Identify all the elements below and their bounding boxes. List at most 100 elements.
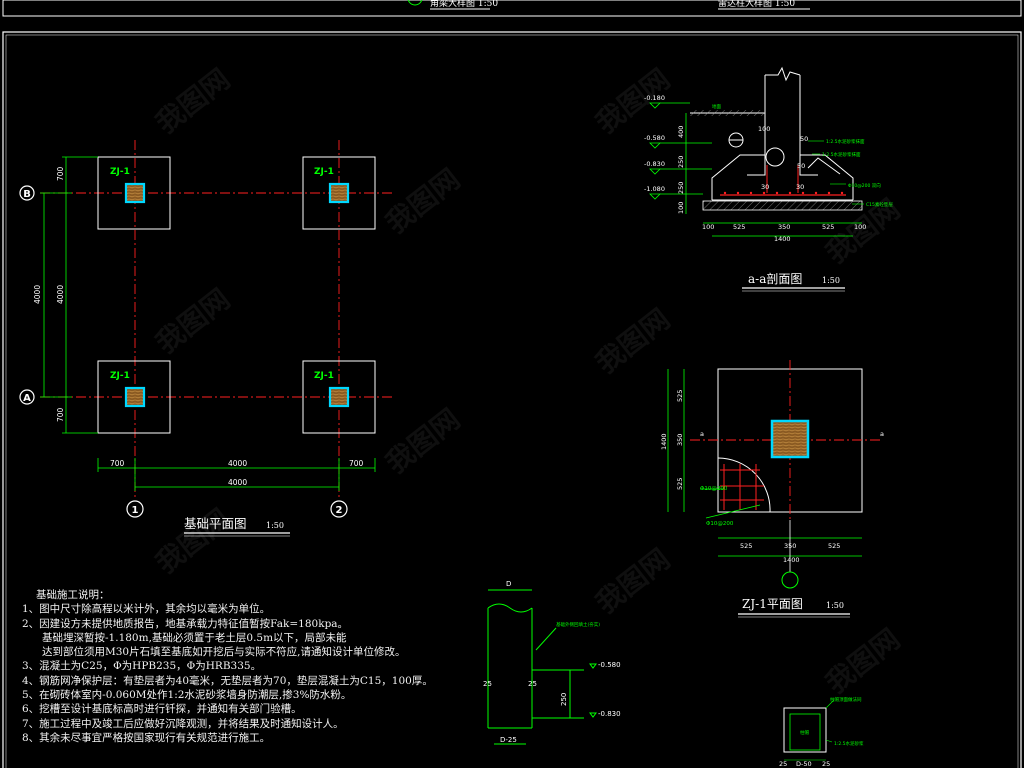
- zj1-plan: 525 350 525 1400 525 350 525 1400 a a Φ1…: [660, 360, 884, 618]
- zj1-sec-mark-left: a: [700, 430, 704, 438]
- notes-line-2: 2、因建设方未提供地质报告，地基承载力特征值暂按Fak=180kpa。: [22, 617, 349, 630]
- cap-dim-3: 25: [822, 760, 830, 768]
- section-elev-2: -0.580: [644, 134, 665, 142]
- zj1-sec-mark-right: a: [880, 430, 884, 438]
- zj1-dim-left-1: 525: [676, 390, 684, 402]
- section-a-a: -0.180 -0.580 -0.830 -1.080 400 250 250 …: [644, 66, 893, 292]
- section-dim-left-3: 250: [677, 182, 685, 194]
- section-dim-bottom-4: 525: [822, 223, 834, 231]
- notes-line-7: 5、在砌砖体室内-0.060M处作1:2水泥砂浆墙身防潮层,掺3%防水粉。: [22, 689, 352, 702]
- section-elev-4: -1.080: [644, 185, 665, 193]
- zj1-rebar-1: Φ10@200: [700, 486, 728, 492]
- footing-a2: [302, 360, 376, 434]
- dim-left-outer: 4000: [33, 285, 42, 304]
- footing-label-b2: ZJ-1: [314, 167, 334, 177]
- section-d50b: 50: [797, 162, 805, 170]
- dim-bottom-left: 700: [110, 459, 125, 468]
- zj1-dim-bottom-3: 525: [828, 542, 840, 550]
- plan-title: 基础平面图: [184, 516, 247, 531]
- notes-line-1: 1、图中尺寸除高程以米计外，其余均以毫米为单位。: [22, 603, 271, 616]
- zj1-title: ZJ-1平面图: [742, 597, 803, 611]
- pile-elev-1: -0.580: [598, 661, 621, 669]
- section-dim-left-4: 100: [677, 202, 685, 214]
- dim-bottom-right: 700: [349, 459, 364, 468]
- cap-note-top: 柱帽顶面做法同: [830, 696, 862, 703]
- section-dim-bottom-1: 100: [702, 223, 714, 231]
- cap-dim-1: 25: [779, 760, 787, 768]
- pile-detail: D D-25 -0.580 -0.830 25 25 250 基础外侧回填土(夯…: [483, 580, 621, 745]
- column-a1: [124, 386, 146, 408]
- footing-b1: [97, 156, 171, 230]
- foundation-plan: ZJ-1 ZJ-1 ZJ-1 ZJ-1 B A 1 2: [19, 140, 395, 537]
- cap-detail: 柱帽 柱帽顶面做法同 1:2.5水泥砂浆 25 D-50 25: [779, 696, 864, 768]
- dim-left-bottom: 700: [56, 407, 65, 422]
- header-titles: 角梁大样图 1:50 雷达柱大样图 1:50: [407, 0, 810, 10]
- section-dim-bottom-5: 100: [854, 223, 866, 231]
- axis-label-a: A: [23, 393, 31, 404]
- section-note-2: 1:2.5水泥砂浆抹面: [822, 151, 861, 158]
- pile-dim-250: 250: [560, 693, 568, 706]
- notes-line-3: 基础埋深暂按-1.180m,基础必须置于老土层0.5m以下，局部未能: [42, 631, 347, 644]
- notes-line-9: 7、施工过程中及竣工后应做好沉降观测，并将结果及时通知设计人。: [22, 717, 344, 730]
- header-left-title: 角梁大样图 1:50: [430, 0, 498, 9]
- section-dim-bottom-3: 350: [778, 223, 790, 231]
- zj1-scale: 1:50: [826, 601, 844, 610]
- zj1-dim-left-3: 525: [676, 478, 684, 490]
- cap-label: 柱帽: [800, 729, 809, 736]
- axis-label-1: 1: [132, 505, 139, 516]
- pile-label-d: D: [506, 580, 511, 588]
- zj1-column: [770, 419, 810, 459]
- cap-dim-2: D-50: [796, 760, 812, 768]
- dim-bottom-total: 4000: [228, 478, 247, 487]
- pile-note: 基础外侧回填土(夯实): [556, 621, 600, 628]
- notes-line-6: 4、钢筋网净保护层：有垫层者为40毫米，无垫层者为70，垫层混凝土为C15，10…: [22, 674, 433, 687]
- zj1-dim-bottom-2: 350: [784, 542, 796, 550]
- axis-label-b: B: [23, 189, 31, 200]
- notes-line-4: 达到部位须用M30片石填至基底如开挖后与实际不符应,请通知设计单位修改。: [42, 646, 406, 659]
- axis-label-2: 2: [336, 505, 343, 516]
- footing-label-a1: ZJ-1: [110, 371, 130, 381]
- section-d30b: 30: [796, 183, 804, 191]
- zj1-rebar-2: Φ10@200: [706, 521, 734, 527]
- dim-left-top: 700: [56, 166, 65, 181]
- notes-title: 基础施工说明：: [36, 589, 110, 601]
- section-d100: 100: [758, 125, 770, 133]
- column-b2: [328, 182, 350, 204]
- pile-dim-25b: 25: [528, 680, 537, 688]
- section-note-3: Φ10@200 双向: [848, 182, 881, 189]
- dim-bottom-mid: 4000: [228, 459, 247, 468]
- section-elev-3: -0.830: [644, 160, 665, 168]
- section-dim-left-2: 250: [677, 156, 685, 168]
- footing-label-b1: ZJ-1: [110, 167, 130, 177]
- footing-label-a2: ZJ-1: [314, 371, 334, 381]
- pile-label-d25: D-25: [500, 736, 517, 744]
- footing-a1: [97, 360, 171, 434]
- section-elev-1: -0.180: [644, 94, 665, 102]
- cap-note-side: 1:2.5水泥砂浆: [834, 740, 864, 747]
- section-d50a: 50: [800, 135, 808, 143]
- section-ground-label: 地面: [712, 103, 721, 110]
- pile-elev-2: -0.830: [598, 710, 621, 718]
- section-scale: 1:50: [822, 276, 840, 285]
- zj1-dim-bottom-1: 525: [740, 542, 752, 550]
- plan-scale: 1:50: [266, 521, 284, 530]
- notes-line-10: 8、其余未尽事宜严格按国家现行有关规范进行施工。: [22, 731, 271, 744]
- dim-left-inner: 4000: [56, 285, 65, 304]
- zj1-dim-left-total: 1400: [660, 433, 668, 450]
- footing-b2: [302, 156, 376, 230]
- section-dim-total: 1400: [774, 235, 791, 243]
- pile-dim-25a: 25: [483, 680, 492, 688]
- section-title: a-a剖面图: [748, 272, 802, 286]
- section-dim-bottom-2: 525: [733, 223, 745, 231]
- notes-line-5: 3、混凝土为C25，Φ为HPB235，Φ为HRB335。: [22, 660, 262, 673]
- header-right-title: 雷达柱大样图 1:50: [718, 0, 795, 9]
- section-d30a: 30: [761, 183, 769, 191]
- zj1-dim-total: 1400: [783, 556, 800, 564]
- section-note-1: 1:2.5水泥砂浆抹面: [826, 138, 865, 145]
- section-dim-left-1: 400: [677, 126, 685, 138]
- notes-line-8: 6、挖槽至设计基底标高时进行钎探，并通知有关部门验槽。: [22, 703, 302, 716]
- section-note-4: C15素砼垫层: [866, 201, 893, 208]
- zj1-dim-left-2: 350: [676, 434, 684, 446]
